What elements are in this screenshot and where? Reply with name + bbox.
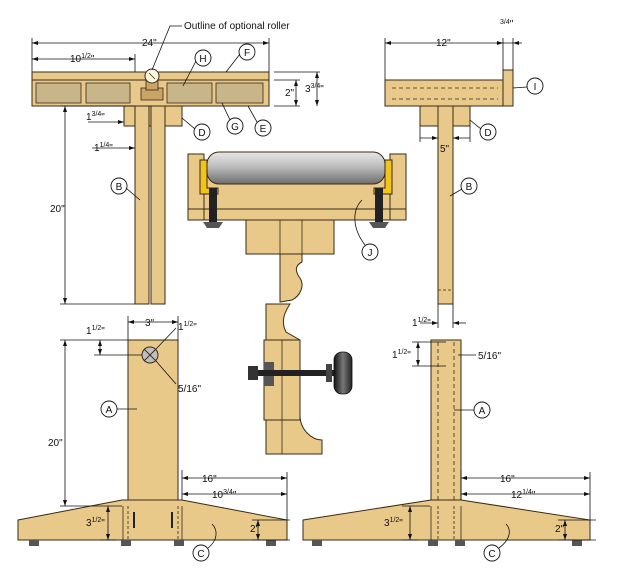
svg-text:3/4": 3/4" (500, 19, 514, 30)
svg-text:11/2": 11/2" (412, 317, 431, 329)
dim-base-length: 16" (202, 474, 217, 485)
part-label-i: I (534, 82, 537, 93)
part-label-e: E (260, 124, 267, 135)
foot-c (17, 499, 288, 541)
part-label-j: J (368, 248, 373, 259)
bracket-j-left (199, 159, 219, 195)
svg-text:33/4": 33/4" (305, 83, 324, 95)
roller-callout: J (354, 199, 379, 261)
side-top-assembly (384, 69, 514, 305)
svg-text:101/2": 101/2" (70, 53, 95, 65)
lip-i (502, 69, 514, 107)
part-label-b2: B (466, 182, 473, 193)
upright-b-left (134, 105, 150, 305)
part-label-d2: D (484, 128, 491, 139)
optional-roller-callout: Outline of optional roller (184, 21, 290, 32)
dim-b-height: 20" (50, 204, 65, 215)
roller (206, 151, 386, 185)
part-label-b: B (116, 182, 123, 193)
dim-base-end: 2" (250, 524, 260, 535)
dim-base-side-length: 16" (500, 474, 515, 485)
dim-a-height: 20" (48, 438, 63, 449)
part-label-f: F (244, 48, 250, 59)
svg-text:11/4": 11/4" (94, 142, 113, 154)
dim-a-side-hole: 5/16" (478, 351, 501, 362)
dim-b-width: 3" (145, 318, 155, 329)
svg-text:31/2": 31/2" (86, 517, 105, 529)
dim-top-height-small: 2" (285, 88, 295, 99)
spacer-block (35, 82, 82, 104)
part-label-a2: A (479, 406, 486, 417)
part-label-c2: C (488, 549, 495, 560)
dim-a-hole: 5/16" (178, 384, 201, 395)
svg-text:11/2": 11/2" (86, 325, 105, 337)
upright-a (127, 339, 179, 507)
dim-top-width: 24" (142, 38, 157, 49)
part-label-h: H (199, 54, 206, 65)
upright-b-right (150, 105, 166, 305)
side-base (302, 339, 591, 546)
spacer-block (85, 82, 131, 104)
svg-text:103/4": 103/4" (212, 489, 237, 501)
knob (333, 351, 353, 395)
front-top-assembly (31, 68, 270, 305)
svg-text:11/2": 11/2" (178, 321, 197, 333)
roller-detail (187, 151, 407, 455)
spacer-block (166, 82, 213, 104)
part-callouts-left: F H G E D B (110, 43, 272, 201)
spacer-block (215, 82, 264, 104)
part-callouts-bottom-left: A C (100, 400, 217, 562)
svg-text:121/4": 121/4" (511, 489, 536, 501)
part-label-d: D (198, 128, 205, 139)
svg-text:11/2": 11/2" (392, 349, 411, 361)
svg-text:31/2": 31/2" (384, 517, 403, 529)
dim-side-width: 12" (436, 38, 451, 49)
svg-text:13/4": 13/4" (86, 111, 105, 123)
part-label-a: A (106, 405, 113, 416)
bracket-j-right (373, 159, 393, 195)
front-base (17, 339, 288, 546)
part-callouts-right: I D B (449, 77, 544, 197)
part-callouts-bottom-right: A C (454, 401, 510, 562)
dim-d-side: 5" (440, 144, 450, 155)
part-label-g: G (231, 122, 239, 133)
dim-base-side-end: 2" (555, 524, 565, 535)
part-label-c: C (197, 549, 204, 560)
